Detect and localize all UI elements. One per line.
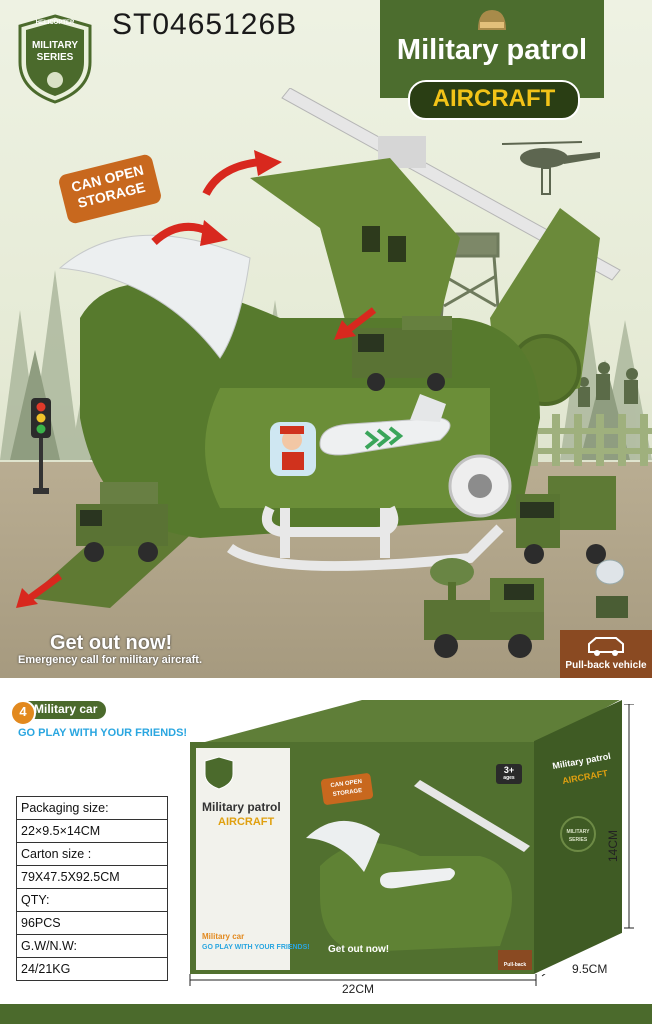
package-badge-icon — [204, 756, 234, 790]
footer-bar — [0, 1004, 652, 1024]
product-scene: HELICOPTER MILITARY SERIES ST0465126B Mi… — [0, 0, 652, 678]
spec-row: 24/21KG — [16, 957, 168, 981]
cannon-truck-toy — [352, 316, 452, 391]
specs-table: Packaging size: 22×9.5×14CM Carton size … — [16, 796, 168, 981]
spec-value: 79X47.5X92.5CM — [16, 865, 168, 889]
product-sku: ST0465126B — [112, 8, 298, 41]
package-feature: Military car — [202, 932, 245, 941]
feature-tagline: GO PLAY WITH YOUR FRIENDS! — [18, 727, 188, 739]
get-out-heading: Get out now! — [50, 632, 173, 654]
cargo-truck-toy — [516, 476, 616, 564]
arrow-right-icon — [151, 220, 228, 246]
arrow-out-icon — [16, 573, 63, 608]
spec-row: 79X47.5X92.5CM — [16, 865, 168, 889]
dimension-lines — [189, 974, 546, 986]
package-age: 3+ — [503, 765, 515, 775]
spec-value: 24/21KG — [16, 957, 168, 981]
helmet-icon — [478, 10, 506, 30]
package-side-badge: MILITARY SERIES — [560, 816, 596, 852]
spec-label: Carton size : — [16, 842, 168, 866]
spec-row: G.W/N.W: — [16, 934, 168, 958]
spec-value: 22×9.5×14CM — [16, 819, 168, 843]
height-dimension: 14CM — [606, 830, 620, 863]
military-series-badge — [18, 14, 92, 104]
traffic-light-icon — [31, 398, 51, 494]
width-dimension: 22CM — [342, 982, 375, 996]
feature-label: Military car — [34, 702, 98, 716]
pull-back-label: Pull-back vehicle — [565, 660, 647, 671]
height-dimension-line — [624, 704, 634, 929]
arrow-down-left-icon — [334, 307, 377, 340]
feature-pill — [16, 701, 106, 719]
package-pull-back: Pull-back vehicle — [498, 950, 532, 998]
radar-dish-icon — [595, 559, 628, 618]
package-age-unit: ages — [503, 775, 515, 781]
spec-label: QTY: — [16, 888, 168, 912]
spec-row: 22×9.5×14CM — [16, 819, 168, 843]
emergency-subtitle: Emergency call for military aircraft. — [18, 654, 203, 666]
car-outline-icon — [588, 637, 624, 656]
package-title-2: AIRCRAFT — [218, 816, 275, 828]
spec-label: Packaging size: — [16, 796, 168, 820]
badge-top-text: HELICOPTER — [35, 20, 75, 26]
package-get-out: Get out now! — [328, 944, 390, 955]
title-line-2: AIRCRAFT — [432, 85, 556, 112]
helicopter-silhouette-icon — [502, 141, 600, 195]
package-tagline: GO PLAY WITH YOUR FRIENDS! — [202, 944, 310, 951]
title-pill: AIRCRAFT — [408, 80, 580, 120]
title-line-1: Military patrol — [396, 34, 588, 66]
package-helicopter-illustration — [306, 780, 530, 952]
feature-number: 4 — [10, 700, 36, 726]
spec-row: Packaging size: — [16, 796, 168, 820]
rocket-truck-toy — [76, 482, 168, 562]
radar-truck-toy — [424, 558, 544, 658]
spec-row: 96PCS — [16, 911, 168, 935]
package-age-badge: 3+ ages — [496, 764, 522, 784]
spec-value: 96PCS — [16, 911, 168, 935]
arrow-up-icon — [202, 150, 282, 196]
pull-back-badge: Pull-back vehicle — [560, 630, 652, 678]
spec-label: G.W/N.W: — [16, 934, 168, 958]
badge-middle-text: MILITARY — [31, 40, 79, 51]
package-title-1: Military patrol — [202, 800, 281, 814]
spec-row: Carton size : — [16, 842, 168, 866]
depth-dimension: 9.5CM — [572, 962, 608, 976]
badge-bottom-text: SERIES — [36, 52, 74, 63]
spec-row: QTY: — [16, 888, 168, 912]
